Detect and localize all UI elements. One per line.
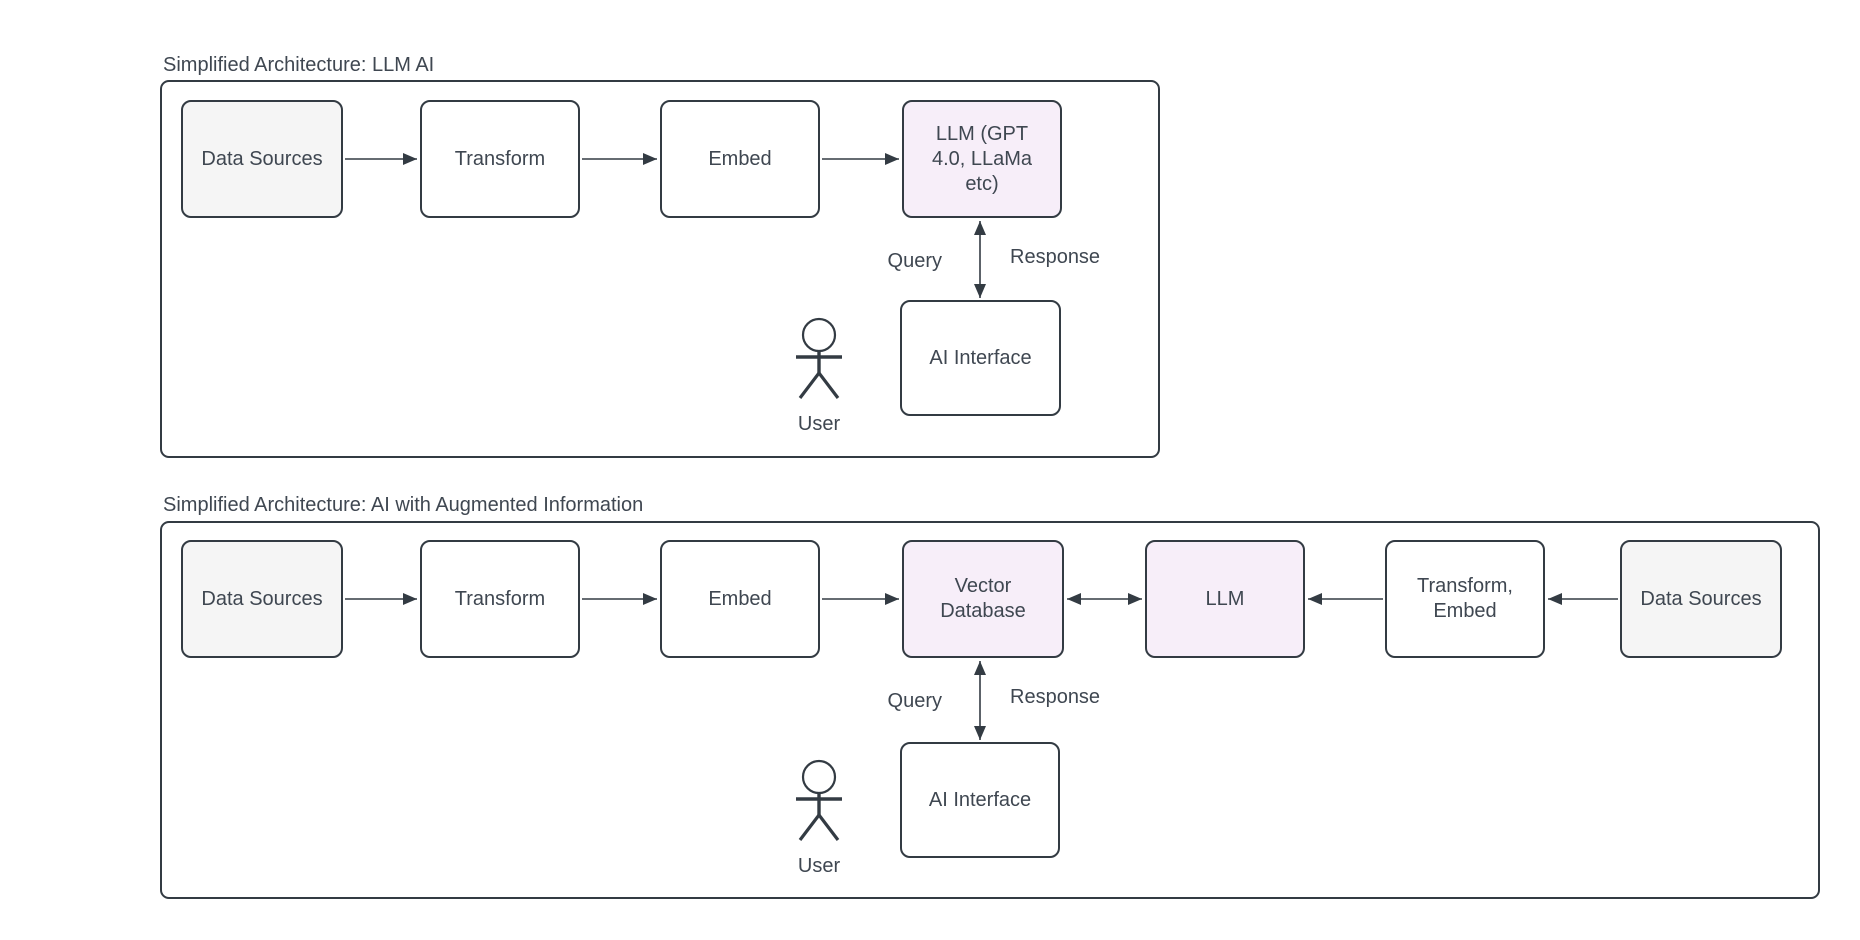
node-d2-transform-embed: Transform, Embed: [1385, 540, 1545, 658]
diagram2-frame: [160, 521, 1820, 899]
node-d1-transform: Transform: [420, 100, 580, 218]
node-label: LLM: [1205, 587, 1245, 610]
node-d2-vector-database: Vector Database: [902, 540, 1064, 658]
edge-label-d2-response: Response: [1010, 686, 1101, 708]
diagram2-title: Simplified Architecture: AI with Augment…: [163, 494, 644, 516]
diagram1-frame: [160, 80, 1160, 458]
node-label: Transform, Embed: [1417, 575, 1513, 622]
node-label: AI Interface: [929, 346, 1032, 369]
node-d1-llm: LLM (GPT 4.0, LLaMa etc): [902, 100, 1062, 218]
user-actor-icon: [796, 317, 842, 399]
node-d2-data-sources-right: Data Sources: [1620, 540, 1782, 658]
edge-label-d1-query: Query: [887, 250, 942, 272]
user-actor-icon: [796, 759, 842, 841]
node-d1-data-sources: Data Sources: [181, 100, 343, 218]
diagram1-title: Simplified Architecture: LLM AI: [163, 54, 435, 76]
node-label: Data Sources: [201, 147, 323, 170]
edge-label-d1-response: Response: [1010, 246, 1101, 268]
node-d2-ai-interface: AI Interface: [900, 742, 1060, 858]
node-d2-data-sources-left: Data Sources: [181, 540, 343, 658]
node-label: Embed: [708, 587, 772, 610]
node-label: Transform: [454, 147, 546, 170]
node-label: Data Sources: [201, 587, 323, 610]
node-label: Data Sources: [1640, 587, 1762, 610]
edge-label-d2-query: Query: [887, 690, 942, 712]
actor-label-d1-user: User: [797, 413, 841, 435]
node-d2-transform: Transform: [420, 540, 580, 658]
node-label: Embed: [708, 147, 772, 170]
node-label: LLM (GPT 4.0, LLaMa etc): [931, 122, 1033, 195]
node-d1-ai-interface: AI Interface: [900, 300, 1061, 416]
actor-label-d2-user: User: [797, 855, 841, 877]
node-label: Vector Database: [940, 575, 1026, 622]
node-label: Transform: [454, 587, 546, 610]
node-d2-embed: Embed: [660, 540, 820, 658]
node-label: AI Interface: [928, 788, 1032, 811]
node-d1-embed: Embed: [660, 100, 820, 218]
node-d2-llm: LLM: [1145, 540, 1305, 658]
